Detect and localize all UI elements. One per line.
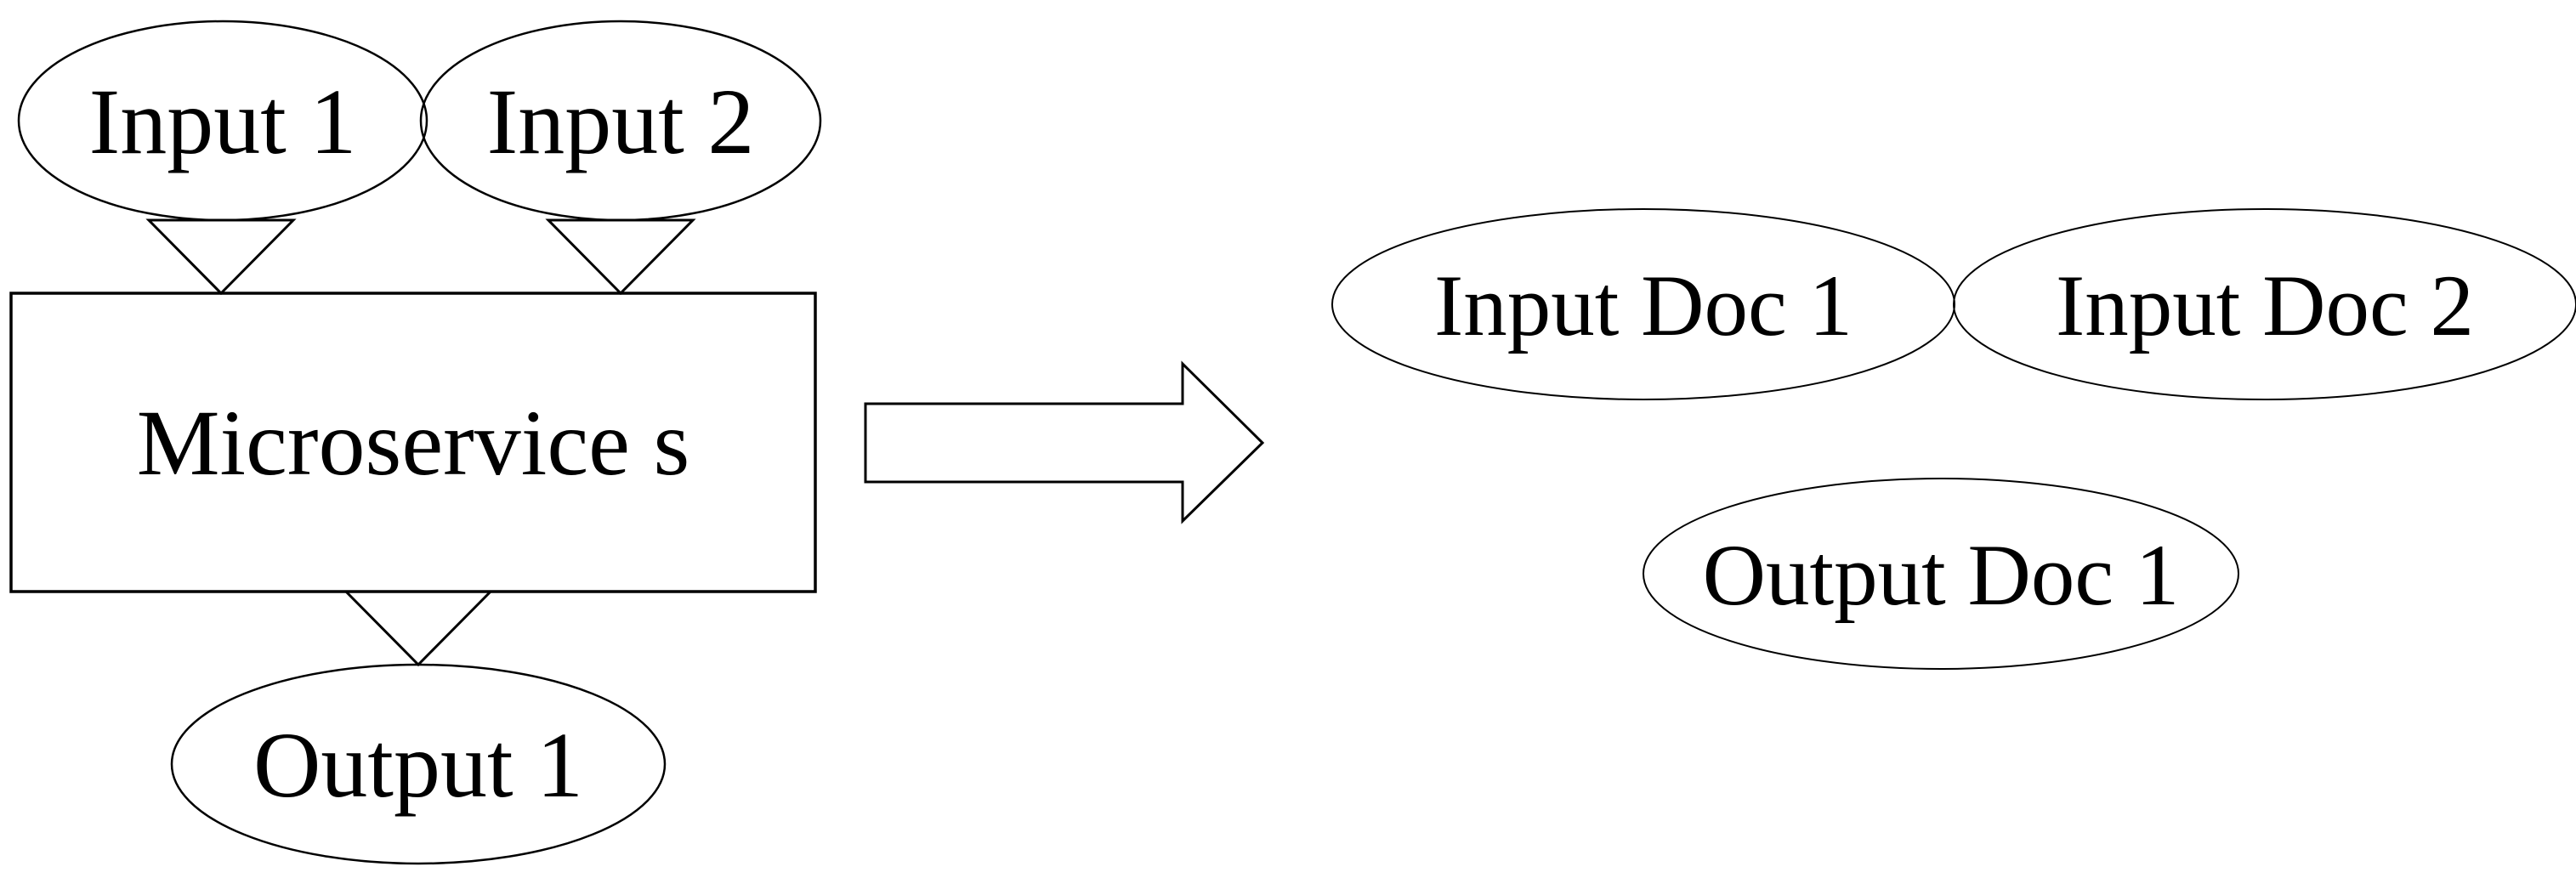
right-block-arrow-icon xyxy=(864,360,1265,524)
connector-output-arrow xyxy=(343,590,494,667)
output-doc-1-label: Output Doc 1 xyxy=(1703,527,2180,624)
connector-input-1-arrow xyxy=(145,218,297,296)
input-1-label: Input 1 xyxy=(89,70,357,173)
node-output-1: Output 1 xyxy=(170,663,667,865)
output-1-ellipse xyxy=(170,663,667,865)
node-input-doc-1: Input Doc 1 xyxy=(1331,208,1955,400)
input-doc-2-label: Input Doc 2 xyxy=(2056,258,2474,354)
node-input-2: Input 2 xyxy=(419,20,822,222)
node-output-doc-1: Output Doc 1 xyxy=(1643,478,2239,670)
output-1-label: Output 1 xyxy=(253,713,583,817)
connector-input-2-arrow xyxy=(545,218,696,296)
input-doc-1-label: Input Doc 1 xyxy=(1434,258,1853,354)
input-2-label: Input 2 xyxy=(487,70,755,173)
node-input-1: Input 1 xyxy=(17,20,428,222)
node-microservice: Microservice s xyxy=(9,292,817,593)
input-doc-2-ellipse xyxy=(1953,208,2576,400)
output-doc-1-ellipse xyxy=(1643,478,2239,670)
microservice-label: Microservice s xyxy=(137,391,690,495)
node-input-doc-2: Input Doc 2 xyxy=(1953,208,2576,400)
